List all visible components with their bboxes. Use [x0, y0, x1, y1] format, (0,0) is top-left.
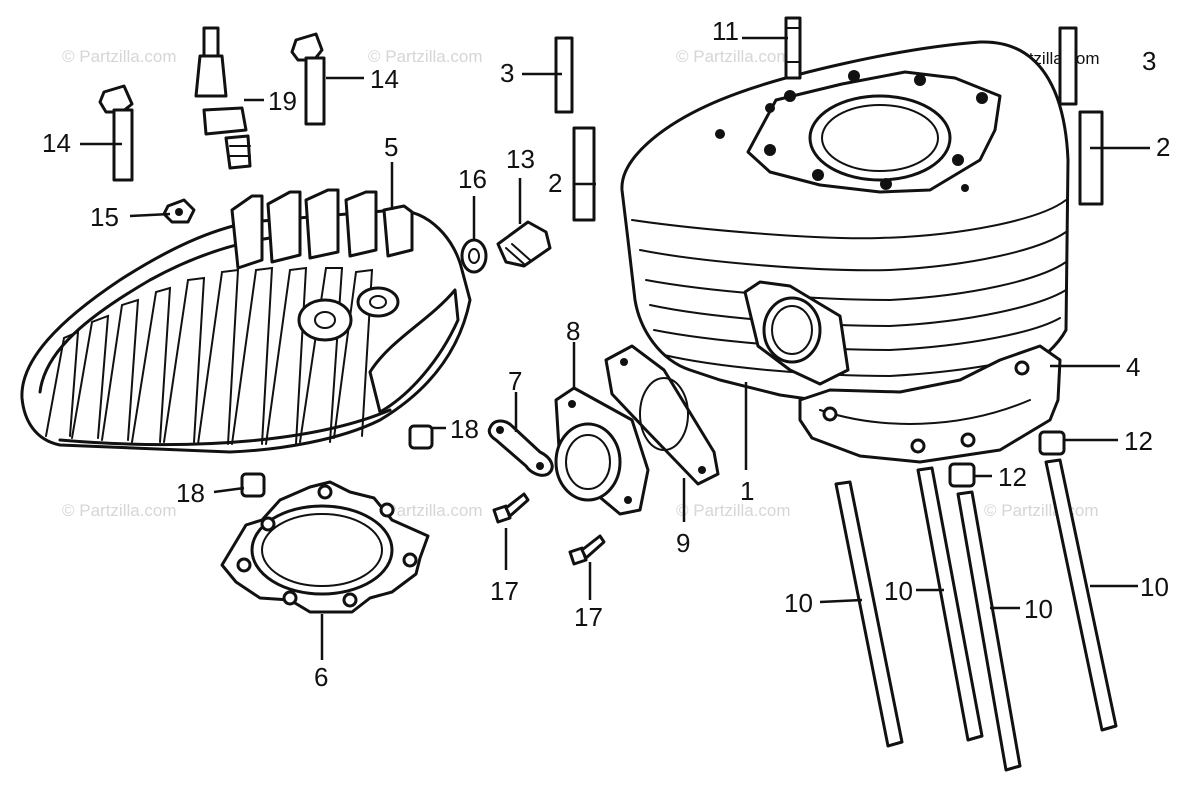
intake-pipe[interactable] — [554, 386, 650, 516]
intake-gasket[interactable] — [604, 344, 720, 486]
spark-plug[interactable] — [194, 26, 252, 170]
base-gasket[interactable] — [798, 344, 1062, 464]
callout-label: 11 — [712, 16, 739, 46]
watermark-text: © Partzilla.com — [368, 47, 483, 66]
dowel-pin[interactable] — [1038, 430, 1066, 456]
callout-labels: 11 3 3 2 2 4 5 1 8 7 9 13 16 15 19 14 14… — [42, 16, 1170, 692]
callout-label: 16 — [458, 164, 487, 194]
callout-label: 18 — [450, 414, 479, 444]
long-stud[interactable] — [1044, 458, 1118, 732]
stud[interactable] — [784, 16, 802, 80]
callout-label: 19 — [268, 86, 297, 116]
bolt[interactable] — [98, 84, 134, 182]
callout-label: 4 — [1126, 352, 1140, 382]
callout-label: 10 — [784, 588, 813, 618]
long-stud[interactable] — [916, 466, 984, 742]
callout-label: 17 — [574, 602, 603, 632]
callout-label: 17 — [490, 576, 519, 606]
screw[interactable] — [492, 492, 530, 524]
cylinder[interactable] — [620, 40, 1070, 407]
long-stud[interactable] — [834, 480, 904, 748]
callout-label: 18 — [176, 478, 205, 508]
dowel-pin[interactable] — [408, 424, 434, 450]
callout-label: 15 — [90, 202, 119, 232]
callout-label: 12 — [1124, 426, 1153, 456]
watermark-text: © Partzilla.com — [676, 501, 791, 520]
watermark-text: © Partzilla.com — [984, 501, 1099, 520]
callout-label: 5 — [384, 132, 398, 162]
watermark-text: © Partzilla.com — [62, 501, 177, 520]
plug-bolt[interactable] — [496, 220, 552, 268]
head-gasket[interactable] — [220, 480, 430, 614]
dowel-pin[interactable] — [948, 462, 976, 488]
stud[interactable] — [1078, 110, 1104, 206]
callout-label: 6 — [314, 662, 328, 692]
cylinder-head[interactable] — [20, 188, 472, 454]
callout-label: 14 — [370, 64, 399, 94]
watermarks: © Partzilla.com © Partzilla.com © Partzi… — [62, 47, 1099, 520]
callout-label: 3 — [1142, 46, 1156, 76]
callout-label: 3 — [500, 58, 514, 88]
callout-label: 12 — [998, 462, 1027, 492]
bracket[interactable] — [487, 419, 554, 477]
nut[interactable] — [162, 198, 196, 224]
stud[interactable] — [1058, 26, 1078, 106]
stud[interactable] — [572, 126, 596, 222]
bolt[interactable] — [290, 32, 326, 126]
callout-label: 1 — [740, 476, 754, 506]
callout-label: 13 — [506, 144, 535, 174]
leader-lines — [80, 36, 1150, 660]
callout-label: 9 — [676, 528, 690, 558]
callout-label: 8 — [566, 316, 580, 346]
callout-label: 2 — [1156, 132, 1170, 162]
watermark-text: © Partzilla.com — [62, 47, 177, 66]
callout-label: 10 — [1140, 572, 1169, 602]
long-stud[interactable] — [956, 490, 1022, 772]
callout-label: 2 — [548, 168, 562, 198]
watermark-text: © Partzilla.com — [368, 501, 483, 520]
washer[interactable] — [460, 238, 488, 274]
callout-label: 10 — [884, 576, 913, 606]
callout-label: 10 — [1024, 594, 1053, 624]
screw[interactable] — [568, 534, 606, 566]
watermark-text: © Partzilla.com — [676, 47, 791, 66]
callout-label: 14 — [42, 128, 71, 158]
callout-label: 7 — [508, 366, 522, 396]
dowel-pin[interactable] — [240, 472, 266, 498]
